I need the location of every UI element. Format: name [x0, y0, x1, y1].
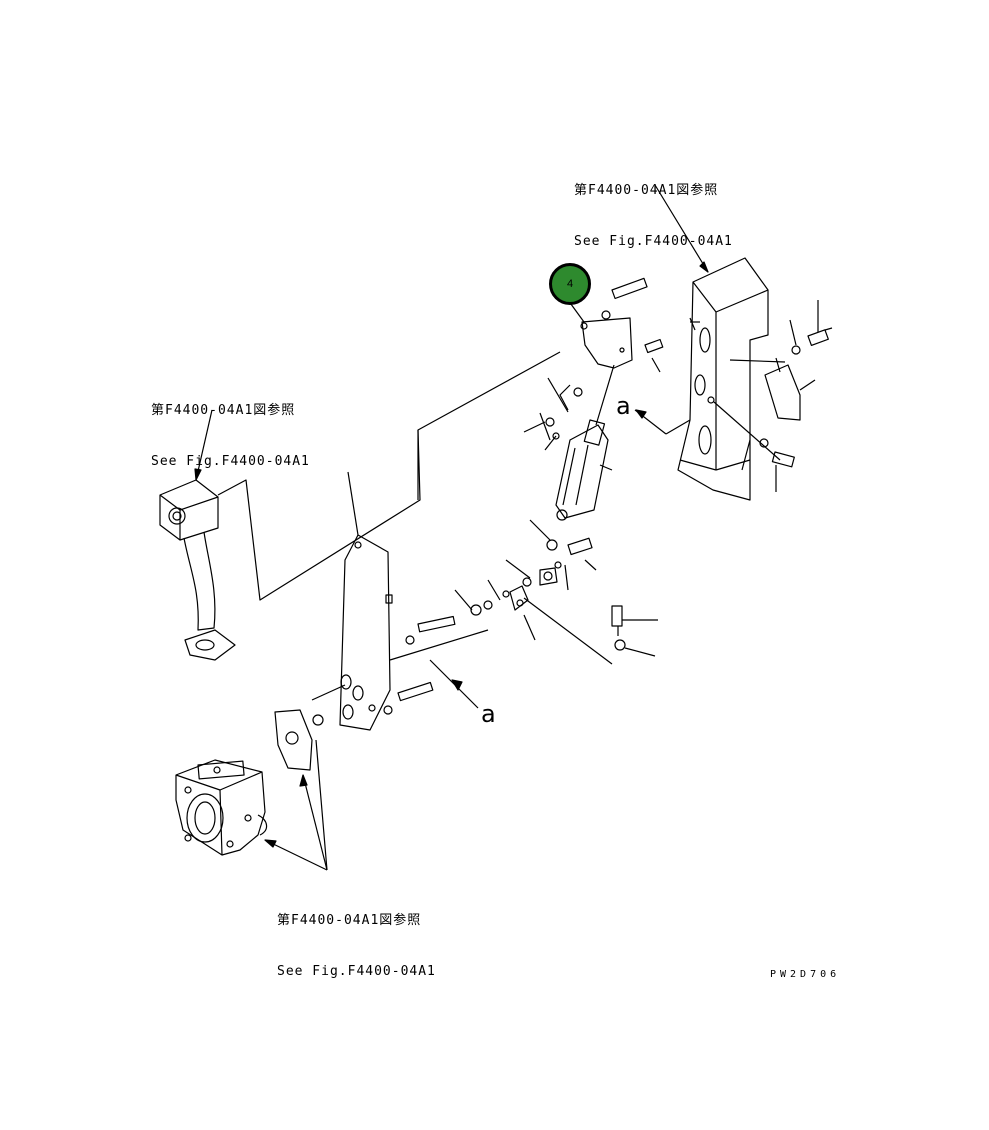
bracket-item-4: [567, 277, 664, 373]
view-marker-a-lower: a: [481, 700, 496, 728]
reference-label-bottom: 第F4400-04A1図参照 See Fig.F4400-04A1: [277, 878, 436, 997]
right-cover-panel: [677, 257, 769, 501]
valve-body: [175, 759, 268, 856]
right-bolts: [741, 300, 833, 492]
reference-line-jp: 第F4400-04A1図参照: [277, 913, 422, 928]
reference-line-en: See Fig.F4400-04A1: [574, 234, 733, 249]
plate-bolts: [383, 615, 489, 715]
reference-label-top-right: 第F4400-04A1図参照 See Fig.F4400-04A1: [574, 148, 733, 267]
cylinder-assembly: [523, 364, 615, 521]
left-pipe-assembly: [159, 479, 236, 661]
view-marker-a-right: a: [616, 392, 631, 420]
callout-number: 4: [566, 278, 574, 290]
link-hardware: [454, 519, 658, 665]
right-gasket: [764, 364, 801, 421]
mounting-plate: [339, 471, 393, 731]
reference-line-jp: 第F4400-04A1図参照: [574, 183, 719, 198]
reference-label-left: 第F4400-04A1図参照 See Fig.F4400-04A1: [151, 368, 310, 487]
reference-line-en: See Fig.F4400-04A1: [151, 454, 310, 469]
reference-line-en: See Fig.F4400-04A1: [277, 964, 436, 979]
drawing-code: PW2D706: [770, 969, 841, 980]
part-callout-4[interactable]: 4: [549, 263, 591, 305]
left-gasket: [274, 684, 346, 771]
reference-line-jp: 第F4400-04A1図参照: [151, 403, 296, 418]
